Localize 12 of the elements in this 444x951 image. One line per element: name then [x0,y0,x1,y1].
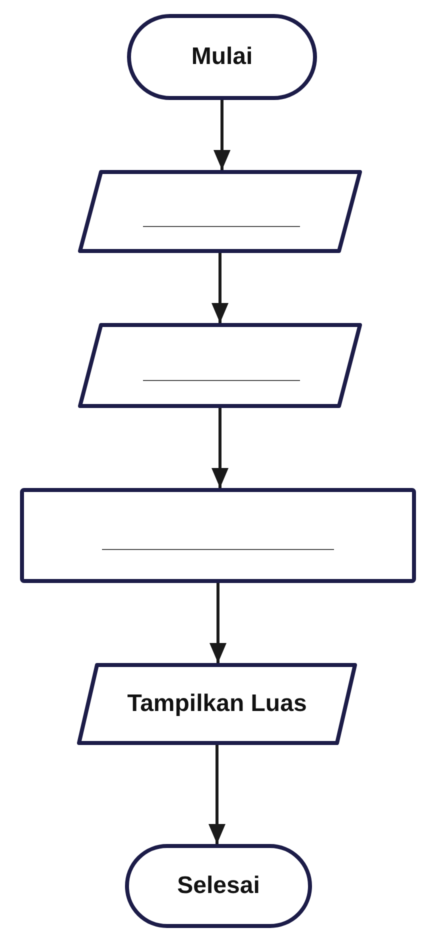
arrow [210,583,226,663]
node-label: Tampilkan Luas [127,690,307,718]
process-box [20,488,416,583]
arrow [212,408,228,488]
input-output-parallelogram [78,170,362,253]
arrow [212,253,228,323]
input-output-parallelogram [78,323,362,408]
node-label: Selesai [177,872,260,900]
node-label: Mulai [191,43,253,71]
input-output-parallelogram [77,663,357,745]
arrow [208,745,226,844]
arrow [214,100,230,170]
